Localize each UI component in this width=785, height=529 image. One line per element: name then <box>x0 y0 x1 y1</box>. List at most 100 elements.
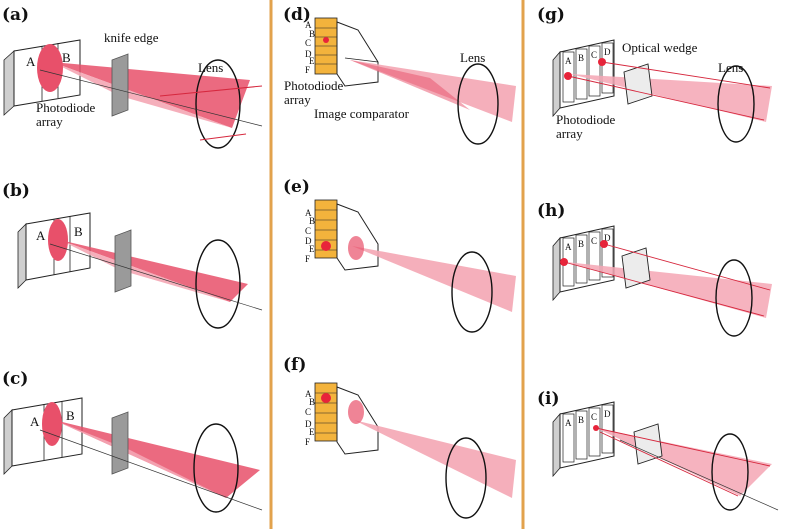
axis-c <box>39 429 263 511</box>
row-d-f: D <box>305 419 312 429</box>
panel-f: (f) A B C D E F <box>283 355 516 519</box>
board-side-b <box>17 223 27 289</box>
optical-wedge-label: Optical wedge <box>622 40 698 55</box>
lens-c <box>193 423 239 513</box>
panel-a: (a) A B knife edge Lens Photodiode array <box>2 5 263 149</box>
wedge-i <box>633 423 663 465</box>
ray-h1 <box>603 243 771 291</box>
knife-edge-a <box>111 53 129 117</box>
beam-i <box>596 428 772 496</box>
lens-label-g: Lens <box>718 60 743 75</box>
spot-b <box>48 219 68 261</box>
cell-a-label-i: A <box>565 418 572 428</box>
photodiode-label-d2: array <box>284 92 311 107</box>
axis-a <box>39 69 263 127</box>
beam-a-light <box>52 62 232 128</box>
panel-i: (i) A B C D <box>537 389 779 511</box>
image-comparator-label: Image comparator <box>314 106 410 121</box>
segment-b-label: B <box>62 50 71 65</box>
cell-d-g <box>601 42 614 94</box>
cell-b-label-g: B <box>578 53 584 63</box>
cell-c-label-h: C <box>591 236 597 246</box>
ray-g1 <box>601 61 771 89</box>
cell-b-g <box>575 48 588 100</box>
spot-a <box>37 44 63 92</box>
cell-a-label-g: A <box>565 56 572 66</box>
spot-e <box>321 241 331 251</box>
board-side-h <box>552 236 561 302</box>
lens-b <box>195 239 241 329</box>
row-a-f: A <box>305 389 312 399</box>
cell-b-label-h: B <box>578 239 584 249</box>
ray-i2 <box>599 431 739 497</box>
panel-label-d: (d) <box>283 5 311 25</box>
cell-d-label-h: D <box>604 233 611 243</box>
cell-b-h <box>575 234 588 284</box>
beam-c-light <box>54 420 226 498</box>
segment-b-label-c: B <box>66 408 75 423</box>
row-b-f: B <box>309 397 315 407</box>
panel-label-c: (c) <box>2 369 28 389</box>
ray-a2 <box>199 133 247 141</box>
photodiode-label-g1: Photodiode <box>556 112 615 127</box>
row-a-e: A <box>305 208 312 218</box>
spot-c <box>42 402 62 446</box>
row-a-d: A <box>305 20 312 30</box>
cone-f <box>348 400 364 424</box>
panel-label-g: (g) <box>537 5 565 25</box>
spot-f <box>321 393 331 403</box>
beam-b <box>60 240 248 302</box>
panel-d: (d) A B C D E F Lens Photodiode array Im… <box>283 5 516 145</box>
panel-h: (h) A B C D <box>537 201 772 337</box>
ray-g2 <box>567 75 765 121</box>
comparator-d <box>336 21 379 87</box>
spot-d <box>323 37 329 43</box>
row-f-d: F <box>305 65 310 75</box>
beam-d-dark <box>350 60 470 110</box>
cell-b-label-i: B <box>578 415 584 425</box>
panel-label-b: (b) <box>2 181 30 201</box>
beam-f <box>354 420 516 498</box>
ray-a1 <box>159 85 263 97</box>
panel-label-a: (a) <box>2 5 29 25</box>
cell-b-i <box>575 410 588 460</box>
board-side-c <box>3 409 13 475</box>
row-e-d: E <box>309 56 315 66</box>
board-side-i <box>552 412 561 478</box>
segment-a-label-b: A <box>36 228 46 243</box>
row-b-d: B <box>309 29 315 39</box>
cell-a-i <box>562 413 575 463</box>
ray-i1 <box>595 427 771 467</box>
panel-c: (c) A B <box>2 369 263 513</box>
knife-edge-c <box>111 411 129 475</box>
row-e-e: E <box>309 244 315 254</box>
lens-label-d: Lens <box>460 50 485 65</box>
panel-b: (b) A B <box>2 181 263 329</box>
segment-a-label-c: A <box>30 414 40 429</box>
row-d-d: D <box>305 49 312 59</box>
cell-c-h <box>588 231 601 281</box>
lens-e <box>451 251 493 333</box>
panel-label-f: (f) <box>283 355 306 375</box>
beam-c <box>54 420 260 498</box>
knife-edge-b <box>114 229 132 293</box>
photodiode-label-d1: Photodiode <box>284 78 343 93</box>
segment-a-label: A <box>26 54 36 69</box>
axis-b <box>49 243 263 311</box>
beam-e <box>352 246 516 312</box>
row-e-f: E <box>309 427 315 437</box>
lens-a <box>195 59 241 149</box>
panel-label-h: (h) <box>537 201 565 221</box>
photodiode-label-g2: array <box>556 126 583 141</box>
row-d-e: D <box>305 236 312 246</box>
wedge-h <box>621 247 651 289</box>
panel-label-e: (e) <box>283 177 310 197</box>
cell-d-label-g: D <box>604 47 611 57</box>
row-f-f: F <box>305 437 310 447</box>
cone-e <box>348 236 364 260</box>
ray-h2 <box>563 261 765 317</box>
cell-d-h <box>601 228 614 278</box>
lens-g <box>717 65 755 143</box>
segment-b-label-b: B <box>74 224 83 239</box>
photodiode-label-a1: Photodiode <box>36 100 95 115</box>
